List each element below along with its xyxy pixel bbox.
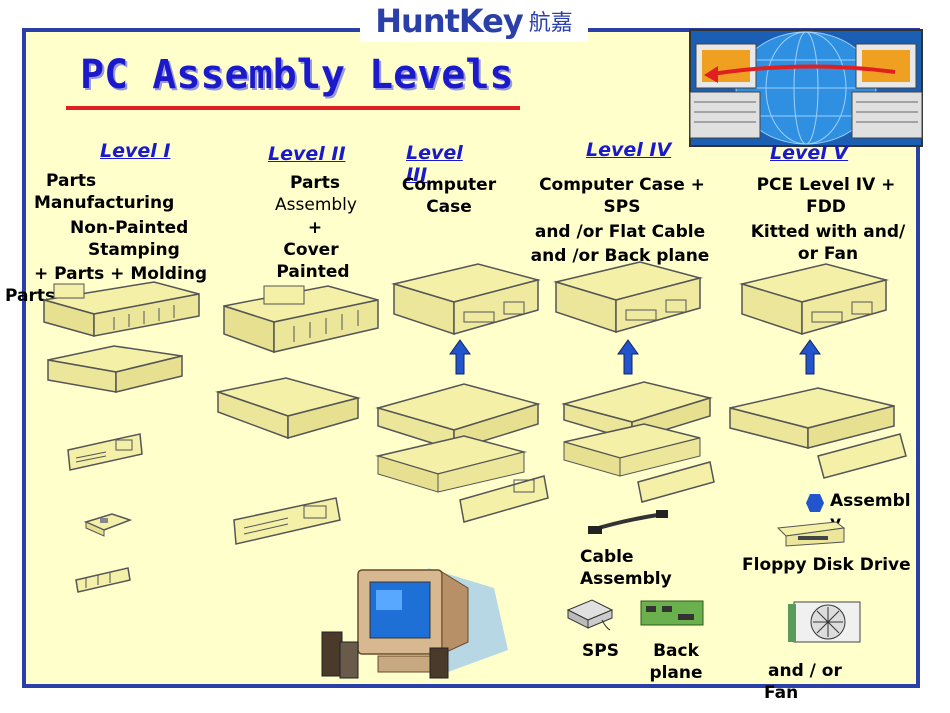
flat-cable-image (584, 506, 674, 542)
backplane-board-image (640, 600, 704, 626)
huntkey-logo: HuntKey 航嘉 (360, 0, 588, 42)
level-2-desc-line-2: Assembly (266, 194, 366, 216)
cable-assembly-label-line-2: Assembly (580, 568, 672, 590)
level-2-desc-line-1: Parts (270, 172, 360, 194)
level-4-desc-line-1: Computer Case + (524, 174, 720, 196)
level-4-assembled-case (554, 260, 704, 336)
level-3-label: Level (406, 142, 463, 164)
level-1-small-part (74, 564, 134, 596)
logo-brand-cn: 航嘉 (529, 5, 573, 37)
level-1-bracket (82, 508, 134, 538)
level-3-exploded-case (374, 380, 554, 530)
level-3-assembled-case (392, 262, 542, 338)
floppy-disk-drive-image (776, 520, 846, 548)
sps-label: SPS (582, 640, 619, 662)
level-4-exploded-case (560, 378, 720, 508)
level-3-desc-line-1: Computer (396, 174, 502, 196)
fan-label-line-2: Fan (764, 682, 798, 704)
level-1-desc-line-4: Stamping (88, 239, 180, 261)
level-5-desc-line-2: FDD (740, 196, 912, 218)
fan-label-line-1: and / or (768, 660, 842, 682)
level-1-cover-sheet (44, 344, 186, 396)
level-4-desc-line-3: and /or Flat Cable (520, 221, 720, 243)
network-globe-image (690, 30, 922, 146)
fan-image (786, 600, 862, 644)
assembly-label-line-1: Assembl (830, 490, 911, 512)
level-2-front-bezel (232, 496, 344, 548)
level-5-desc-line-3: Kitted with and/ (740, 221, 916, 243)
level-3-up-arrow (450, 340, 470, 374)
backplane-label-line-2: plane (644, 662, 708, 684)
level-5-desc-line-1: PCE Level IV + (740, 174, 912, 196)
level-1-label: Level I (100, 140, 170, 162)
level-5-assembled-case (740, 262, 890, 338)
level-4-desc-line-2: SPS (524, 196, 720, 218)
level-2-cover (216, 376, 362, 440)
cable-assembly-label-line-1: Cable (580, 546, 633, 568)
level-4-label: Level IV (586, 139, 671, 161)
floppy-disk-drive-label: Floppy Disk Drive (742, 554, 911, 576)
logo-brand: HuntKey (375, 2, 522, 40)
level-2-desc-line-3: + (270, 217, 360, 239)
level-1-desc-line-3: Non-Painted (70, 217, 188, 239)
level-5-label: Level V (770, 142, 848, 164)
level-1-desc-line-2: Manufacturing (34, 192, 174, 214)
sps-power-supply-image (566, 598, 616, 634)
title-underline (66, 106, 520, 110)
level-3-desc-line-2: Case (396, 196, 502, 218)
page-title: PC Assembly Levels (80, 52, 513, 98)
level-2-label: Level II (268, 143, 346, 165)
level-5-exploded-case (728, 386, 914, 482)
level-1-chassis-frame (34, 270, 204, 340)
desktop-computer-image (318, 562, 518, 682)
level-1-front-bezel (66, 430, 146, 474)
level-2-desc-line-4: Cover (266, 239, 356, 261)
level-4-up-arrow (618, 340, 638, 374)
backplane-label-line-1: Back (644, 640, 708, 662)
level-2-chassis-assembled (218, 272, 384, 356)
assembly-bullet-icon (806, 494, 824, 512)
level-5-up-arrow (800, 340, 820, 374)
level-1-desc-line-1: Parts (46, 170, 96, 192)
